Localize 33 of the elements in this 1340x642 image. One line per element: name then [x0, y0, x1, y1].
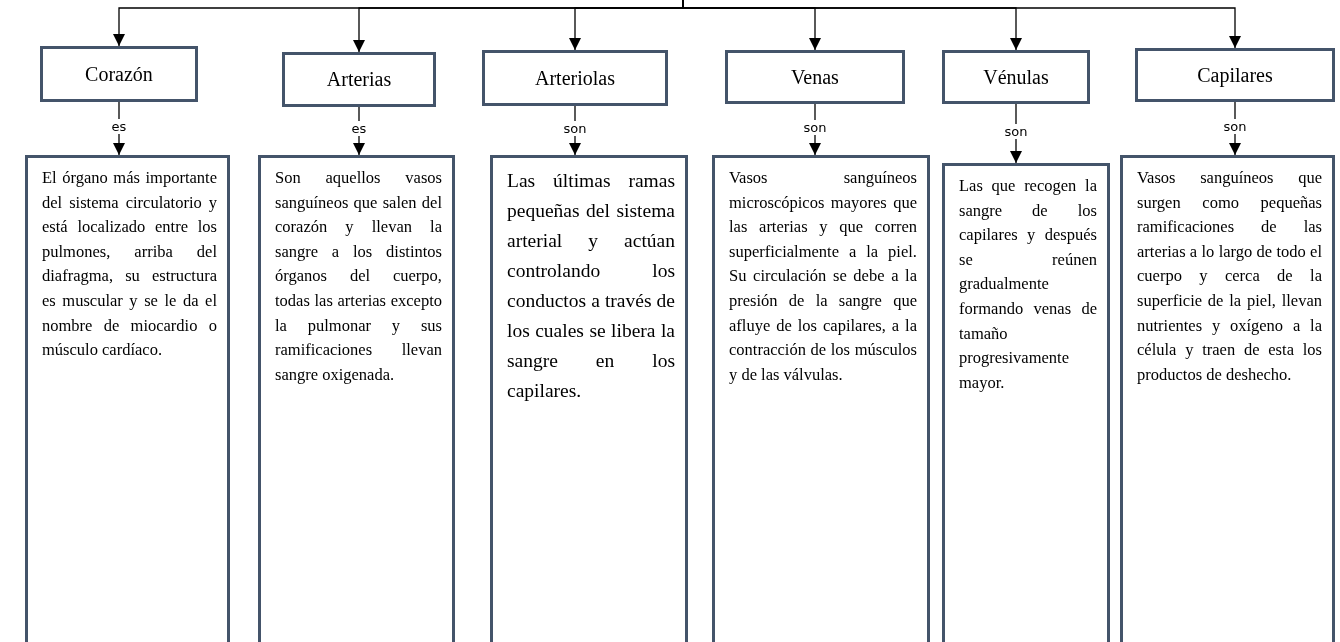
node-text: Vénulas: [983, 65, 1049, 89]
description-box: [490, 155, 688, 642]
description-box: [712, 155, 930, 642]
node-text: Las que recogen la sangre de los capilares y después se reúnen gradualmente formando venas de tamaño progresivamente mayor.: [959, 176, 1097, 392]
edge-label: son: [1222, 118, 1248, 134]
node-text: Capilares: [1197, 63, 1273, 87]
concept-box: [942, 50, 1090, 104]
concept-box: [1135, 48, 1335, 102]
concept-box: [482, 50, 668, 106]
concept-box: [40, 46, 198, 102]
node-text: Vasos sanguíneos microscópicos mayores que las arterias y que corren superficialmente a la piel. Su circulación se debe a la presión de la sangre que afluye de los capilares, a la contracción de los músculos y de las válvulas.: [729, 168, 917, 384]
node-text: Arteriolas: [535, 66, 615, 90]
arrow: [113, 101, 125, 156]
node-text: El órgano más importante del sistema circulatorio y está localizado entre los pulmones, arriba del diafragma, su estructura es muscular y se le da el nombre de miocardio o músculo cardíaco.: [42, 168, 217, 360]
edge-label: es: [110, 118, 128, 134]
description-box: [1120, 155, 1335, 642]
description-box: [942, 163, 1110, 642]
edge-label: son: [562, 120, 588, 136]
node-text: Venas: [791, 65, 839, 89]
node-text: Las últimas ramas pequeñas del sistema arterial y actúan controlando los conductos a través de los cuales se libera la sangre en los capilares.: [507, 170, 675, 401]
description-box: [258, 155, 455, 642]
edge-label: son: [1003, 123, 1029, 139]
description-box: [25, 155, 230, 642]
node-text: Vasos sanguíneos que surgen como pequeñas ramificaciones de las arterias a lo largo de todo el cuerpo y cerca de la superficie de la piel, llevan nutrientes y oxígeno a la célula y traen de esta los productos de deshecho.: [1137, 168, 1322, 384]
node-text: Son aquellos vasos sanguíneos que salen del corazón y llevan la sangre a los distintos órganos del cuerpo, todas las arterias excepto la pulmonar y sus ramificaciones llevan sangre oxigenada.: [275, 168, 442, 384]
node-text: Corazón: [85, 62, 153, 86]
node-text: Arterias: [326, 68, 392, 91]
arrow: [682, 0, 1241, 49]
concept-box: [725, 50, 905, 104]
edge-label: es: [350, 121, 368, 136]
arrow: [353, 106, 365, 156]
concept-box: [282, 52, 436, 107]
edge-label: son: [802, 119, 828, 135]
